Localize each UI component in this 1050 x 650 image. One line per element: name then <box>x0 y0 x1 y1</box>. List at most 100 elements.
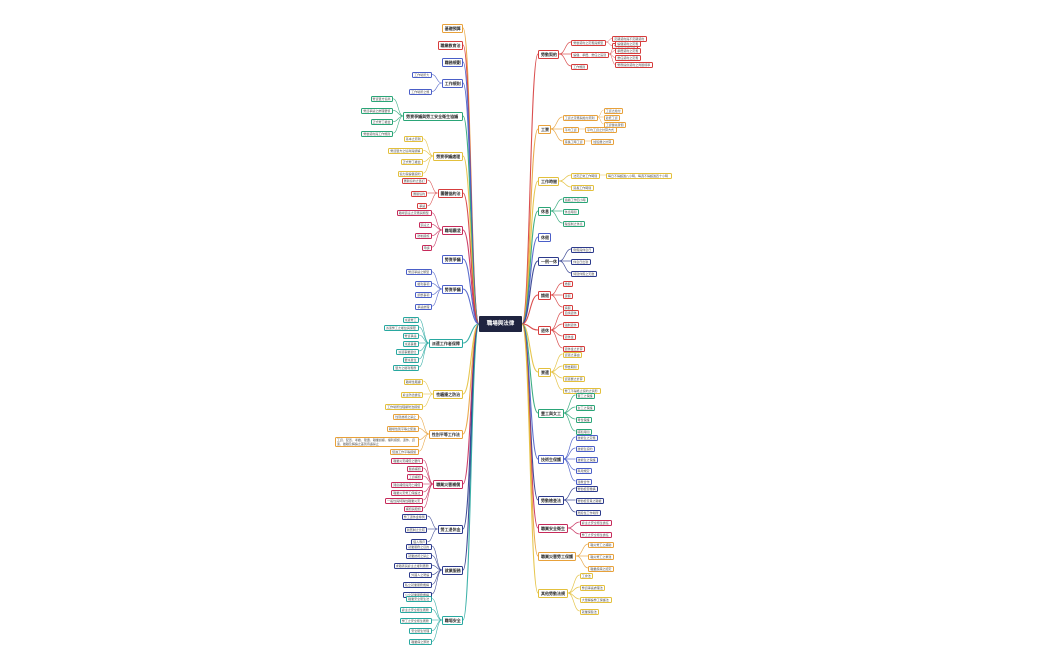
leaf-left-13-1[interactable]: 醫療補償 <box>406 465 424 472</box>
sub-right-1-2[interactable]: 延長工時工資 <box>562 138 586 145</box>
branch-left-6[interactable]: 團體協約法 <box>437 188 463 198</box>
sub-right-11-2[interactable]: 危險性工作場所 <box>575 509 602 516</box>
leaf-left-16-2[interactable]: 勞工之安全衛生義務 <box>399 617 432 624</box>
sub-right-13-2[interactable]: 職業疾病之認定 <box>588 565 615 572</box>
sub-right-14-3[interactable]: 就業保險法 <box>579 608 600 615</box>
sub-right-12-0[interactable]: 雇主之安全衛生責任 <box>579 519 612 526</box>
sub-right-14-1[interactable]: 勞資爭議處理法 <box>579 584 606 591</box>
sub-right-6-0[interactable]: 婚假 <box>562 280 573 287</box>
leaf-left-12-0[interactable]: 性別歧視之禁止 <box>393 414 419 421</box>
sub-right-5-2[interactable]: 特別休假之天數 <box>571 270 597 277</box>
leaf-left-16-1[interactable]: 雇主之安全衛生義務 <box>399 606 432 613</box>
branch-right-9[interactable]: 童工與女工 <box>538 408 564 418</box>
leaf-left-11-1[interactable]: 雇主防治責任 <box>400 391 424 398</box>
sub-right-11-1[interactable]: 勞動檢查員之職權 <box>575 497 605 504</box>
sub-right-14-0[interactable]: 工會法 <box>579 572 594 579</box>
sub-right-7-3[interactable]: 退休金之計算 <box>562 345 586 352</box>
leaf-left-7-0[interactable]: 職場霸凌之定義與類型 <box>396 210 432 217</box>
sub-right-3-0[interactable]: 連續工作四小時 <box>562 196 589 203</box>
sub-right-1-0[interactable]: 工資之定義與給付原則 <box>562 114 598 121</box>
branch-left-14[interactable]: 勞工退休金 <box>437 524 463 534</box>
branch-right-12[interactable]: 職業安全衛生 <box>538 523 568 533</box>
sub-right-9-3[interactable]: 哺乳時間 <box>575 428 592 435</box>
leaf-left-12-2[interactable]: 工資、配置、考績、陞遷、職業訓練、福利措施、退休、資遣、離職及解僱之差別待遇禁止 <box>334 437 419 448</box>
leaf-left-13-4[interactable]: 職業災害勞工保護法 <box>391 489 424 496</box>
sub-right-7-0[interactable]: 自請退休 <box>562 309 579 316</box>
leaf-left-10-6[interactable]: 雙方之權利義務 <box>393 364 419 371</box>
sub-right-11-0[interactable]: 勞動檢查機構 <box>575 485 599 492</box>
leaf-right-0-1-2[interactable]: 委任契約之定義 <box>615 55 641 61</box>
leaf-right-0-1-0[interactable]: 僱傭契約之定義 <box>615 41 641 47</box>
branch-right-0[interactable]: 勞動契約 <box>538 49 560 59</box>
leaf-left-3-1[interactable]: 工作場所之規 <box>409 89 432 96</box>
leaf-left-10-2[interactable]: 勞資爭議 <box>402 332 419 339</box>
branch-left-7[interactable]: 職場霸凌 <box>441 225 463 235</box>
leaf-left-9-0[interactable]: 勞資爭議之類型 <box>406 269 432 276</box>
branch-right-3[interactable]: 休息 <box>538 206 551 216</box>
sub-right-0-1[interactable]: 僱傭、承攬、委任之區別 <box>571 51 610 58</box>
leaf-left-6-2[interactable]: 爭議 <box>417 203 428 210</box>
leaf-left-10-5[interactable]: 要派單位 <box>402 356 419 363</box>
branch-right-2[interactable]: 工作時間 <box>538 176 560 186</box>
sub-right-12-1[interactable]: 勞工之安全衛生責任 <box>579 531 612 538</box>
leaf-left-7-2[interactable]: 防制措施 <box>415 233 432 240</box>
sub-right-9-2[interactable]: 母性保護 <box>575 416 592 423</box>
leaf-left-16-4[interactable]: 職業病之預防 <box>409 639 432 645</box>
branch-left-13[interactable]: 職業災害補償 <box>433 479 463 489</box>
leaf-left-5-3[interactable]: 協力與僱傭契約 <box>397 170 424 177</box>
sub-right-14-2[interactable]: 大量解僱勞工保護法 <box>579 596 612 603</box>
sub-right-3-2[interactable]: 輪班制之休息 <box>562 220 586 227</box>
branch-left-4[interactable]: 勞資爭議與勞工安全衛生協議 <box>403 111 463 121</box>
leaf-left-4-2[interactable]: 正式勞工權益 <box>370 119 394 126</box>
sub-right-8-2[interactable]: 資遣費之計算 <box>562 375 586 382</box>
leaf-left-4-3[interactable]: 勞動契約與工作規則 <box>361 130 394 137</box>
sub-right-9-1[interactable]: 女工之保護 <box>575 404 595 411</box>
branch-right-8[interactable]: 資遣 <box>538 367 551 377</box>
sub-right-2-1[interactable]: 延長工作時間 <box>571 184 594 191</box>
branch-left-15[interactable]: 就業服務 <box>441 565 463 575</box>
sub-right-5-1[interactable]: 休息日出勤 <box>571 258 591 265</box>
leaf-right-1-1-0[interactable]: 平均工資之計算方式 <box>585 126 617 133</box>
leaf-left-11-0[interactable]: 職場性騷擾 <box>403 378 424 385</box>
leaf-left-10-4[interactable]: 派遣事業單位 <box>396 348 419 355</box>
leaf-left-13-0[interactable]: 職業災害補償之要件 <box>391 457 424 464</box>
leaf-left-14-1[interactable]: 新舊制之比較 <box>404 526 428 533</box>
leaf-left-5-1[interactable]: 勞資雙方之協商與調解 <box>388 147 424 154</box>
leaf-right-0-1-1[interactable]: 承攬契約之定義 <box>615 48 641 54</box>
branch-right-7[interactable]: 退休 <box>538 325 551 335</box>
leaf-left-15-4[interactable]: 私立就業服務機構 <box>403 581 432 588</box>
branch-left-3[interactable]: 工作規則 <box>441 78 463 88</box>
branch-left-1[interactable]: 職業教育法 <box>437 40 463 50</box>
sub-right-0-2[interactable]: 工作規則 <box>571 63 588 70</box>
leaf-left-10-0[interactable]: 派遣勞工 <box>402 316 419 323</box>
leaf-left-4-0[interactable]: 勞資雙方協商 <box>370 96 394 103</box>
leaf-left-16-3[interactable]: 安全衛生管理 <box>409 628 432 635</box>
sub-right-2-0[interactable]: 法定正常工作時間 <box>571 172 600 179</box>
branch-right-14[interactable]: 其他勞動法規 <box>538 588 568 598</box>
sub-right-5-0[interactable]: 例假與休息日 <box>571 246 594 253</box>
leaf-right-1-2-0[interactable]: 加班費之計算 <box>591 138 614 145</box>
sub-right-9-0[interactable]: 童工之保護 <box>575 392 595 399</box>
leaf-left-3-0[interactable]: 工作場所大 <box>412 71 432 78</box>
leaf-left-14-0[interactable]: 勞工退休金條例 <box>401 513 428 520</box>
leaf-left-4-1[interactable]: 勞資爭議之處理要領 <box>361 107 394 114</box>
leaf-left-9-1[interactable]: 權利事項 <box>415 280 432 287</box>
branch-left-5[interactable]: 勞資爭議處理 <box>433 151 463 161</box>
sub-right-10-4[interactable]: 建教合作 <box>575 478 592 485</box>
branch-right-5[interactable]: 一例一休 <box>538 256 560 266</box>
leaf-left-10-3[interactable]: 派遣事業 <box>402 340 419 347</box>
leaf-left-9-3[interactable]: 爭議處理 <box>415 303 432 310</box>
branch-right-10[interactable]: 技術生保護 <box>538 454 564 464</box>
branch-right-1[interactable]: 工資 <box>538 124 551 134</box>
leaf-left-12-3[interactable]: 促進工作平等措施 <box>390 448 419 455</box>
sub-right-7-2[interactable]: 退休金 <box>562 333 576 340</box>
branch-right-6[interactable]: 請假 <box>538 290 551 300</box>
leaf-right-2-0-0[interactable]: 每日不得超過八小時，每週不得超過四十小時 <box>606 172 672 179</box>
branch-left-9[interactable]: 勞資爭議 <box>441 284 463 294</box>
branch-left-2[interactable]: 職務規劃 <box>441 57 463 67</box>
sub-right-10-2[interactable]: 技術生之保護 <box>575 456 599 463</box>
branch-right-13[interactable]: 職業災害勞工保護 <box>538 551 577 561</box>
leaf-left-15-2[interactable]: 求職者與雇主之權利義務 <box>393 562 432 569</box>
sub-right-8-0[interactable]: 資遣之事由 <box>562 351 583 358</box>
leaf-left-6-0[interactable]: 團體協約之簽訂 <box>401 177 428 184</box>
